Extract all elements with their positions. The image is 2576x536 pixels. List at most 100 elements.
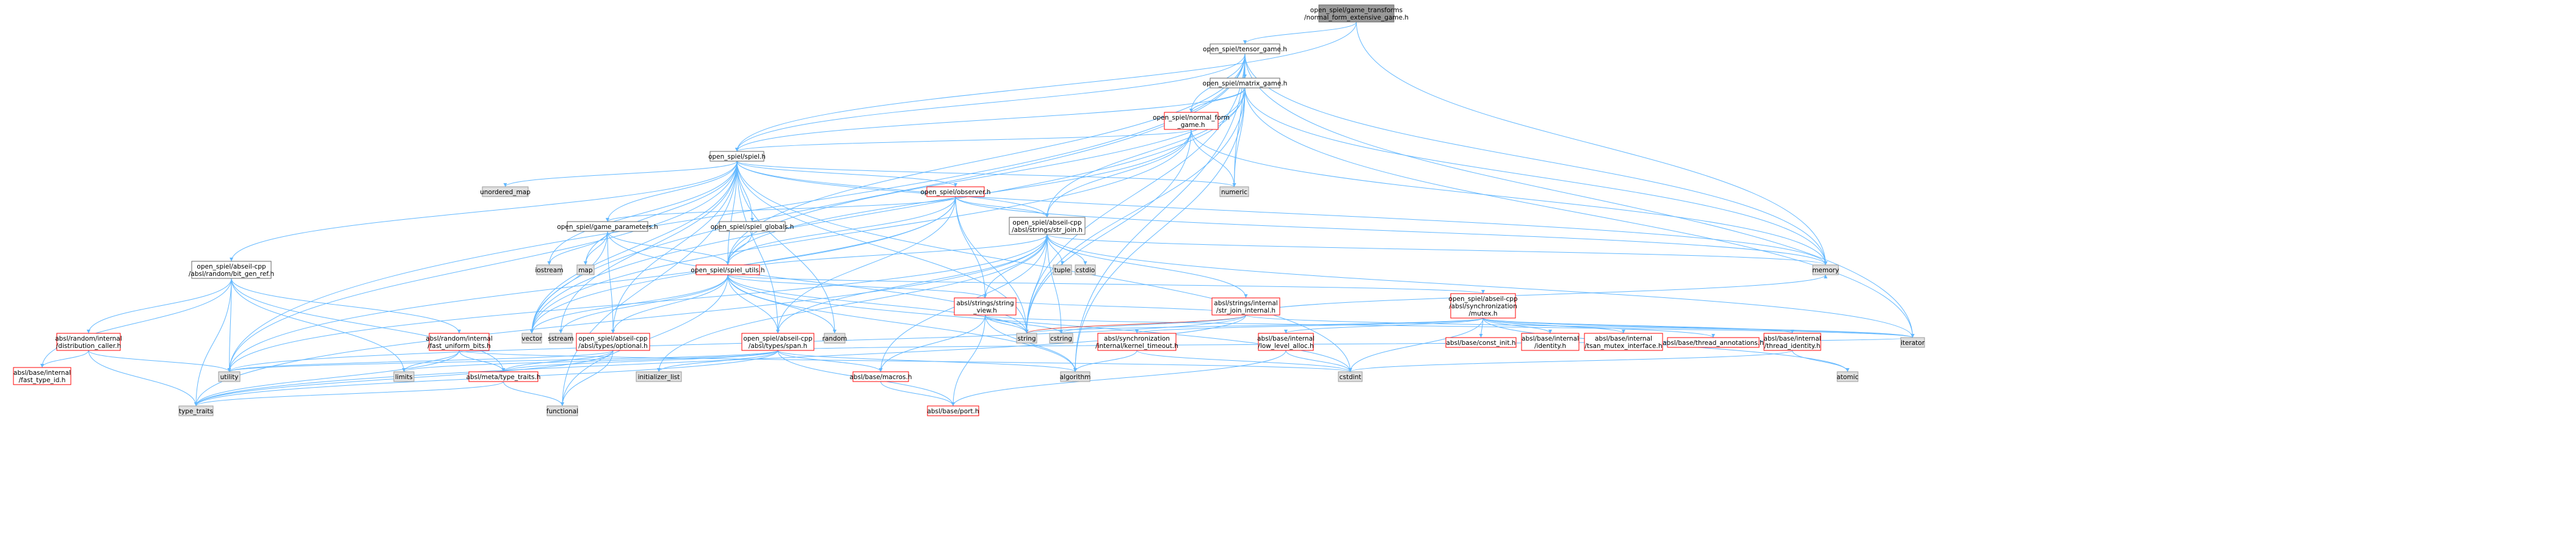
node-label: memory: [1812, 267, 1839, 274]
node-low_level_alloc[interactable]: absl/base/internal/low_level_alloc.h: [1257, 333, 1315, 351]
edge-spiel-to-map: [584, 161, 738, 266]
node-label: cstdio: [1076, 267, 1095, 274]
node-label: iterator: [1901, 339, 1925, 347]
node-thread_annotations[interactable]: absl/base/thread_annotations.h: [1663, 337, 1764, 348]
edge-spiel-to-functional: [561, 161, 738, 407]
edge-game_parameters-to-vector: [530, 231, 608, 334]
node-unordered_map: unordered_map: [480, 186, 531, 197]
edge-type_traits_h-to-type_traits: [194, 381, 504, 407]
edge-tensor_game-to-string: [1025, 53, 1246, 334]
edge-normal_form_game-to-numeric: [1191, 129, 1236, 187]
node-optional[interactable]: open_spiel/abseil-cpp/absl/types/optiona…: [576, 333, 650, 351]
node-box: [218, 371, 241, 382]
edge-str_join-to-cstdio: [1047, 234, 1087, 266]
node-box: [429, 333, 490, 351]
node-spiel_utils[interactable]: open_spiel/spiel_utils.h: [691, 264, 765, 275]
edge-span-to-initializer_list: [657, 350, 778, 372]
node-fast_uniform_bits[interactable]: absl/random/internal/fast_uniform_bits.h: [426, 333, 493, 351]
node-box: [191, 261, 272, 279]
edge-str_join-to-tuple: [1047, 234, 1064, 266]
edge-spiel_utils-to-sstream: [559, 274, 728, 334]
node-root[interactable]: open_spiel/game_transforms/normal_form_e…: [1304, 4, 1409, 23]
node-string_view[interactable]: absl/strings/string_view.h: [954, 297, 1017, 316]
node-box: [1009, 217, 1086, 235]
node-const_init[interactable]: absl/base/const_init.h: [1445, 337, 1517, 348]
node-label: absl/base/internal: [13, 369, 71, 377]
node-cstring: cstring: [1049, 333, 1073, 344]
node-game_parameters[interactable]: open_spiel/game_parameters.h: [557, 221, 658, 232]
edge-spiel_utils-to-string_view: [727, 274, 987, 299]
node-mutex[interactable]: open_spiel/abseil-cpp/absl/synchronizati…: [1448, 293, 1518, 319]
edge-spiel_utils-to-span: [727, 274, 780, 334]
node-box: [1763, 333, 1821, 351]
node-thread_identity[interactable]: absl/base/internal/thread_identity.h: [1763, 333, 1821, 351]
node-label: limits: [395, 374, 413, 381]
node-label: _game.h: [1177, 121, 1205, 129]
node-kernel_timeout[interactable]: absl/synchronization/internal/kernel_tim…: [1095, 333, 1178, 351]
node-tsan_mutex[interactable]: absl/base/internal/tsan_mutex_interface.…: [1584, 333, 1663, 351]
node-port[interactable]: absl/base/port.h: [927, 405, 979, 416]
edge-bit_gen_ref-to-type_traits_h: [231, 278, 506, 372]
edge-bit_gen_ref-to-limits: [231, 278, 406, 372]
node-label: open_spiel/abseil-cpp: [578, 335, 648, 342]
node-box: [1812, 264, 1839, 275]
node-macros[interactable]: absl/base/macros.h: [849, 371, 912, 382]
node-numeric: numeric: [1219, 186, 1249, 197]
node-tensor_game[interactable]: open_spiel/tensor_game.h: [1203, 43, 1287, 54]
edge-distribution_caller-to-utility: [88, 350, 231, 372]
node-label: type_traits: [179, 408, 213, 415]
edge-span-to-macros: [777, 350, 883, 372]
edge-mutex-to-iterator: [1482, 317, 1915, 338]
node-label: absl/base/port.h: [927, 408, 979, 415]
edge-str_join-to-cstring: [1047, 234, 1063, 334]
node-label: sstream: [548, 335, 573, 342]
node-label: open_spiel/game_parameters.h: [557, 223, 658, 231]
edge-spiel-to-bit_gen_ref: [230, 161, 738, 262]
edge-kernel_timeout-to-cstdint: [1136, 350, 1352, 372]
node-identity[interactable]: absl/base/internal/identity.h: [1521, 333, 1580, 351]
edge-spiel_utils-to-random: [727, 274, 836, 334]
node-fast_type_id[interactable]: absl/base/internal/fast_type_id.h: [13, 367, 71, 385]
node-str_join[interactable]: open_spiel/abseil-cpp/absl/strings/str_j…: [1009, 217, 1086, 235]
node-bit_gen_ref[interactable]: open_spiel/abseil-cpp/absl/random/bit_ge…: [189, 261, 274, 279]
node-matrix_game[interactable]: open_spiel/matrix_game.h: [1203, 78, 1288, 89]
edge-observer-to-spiel_utils: [726, 196, 956, 266]
node-label: /low_level_alloc.h: [1258, 342, 1313, 350]
node-normal_form_game[interactable]: open_spiel/normal_form_game.h: [1153, 112, 1230, 130]
node-span[interactable]: open_spiel/abseil-cpp/absl/types/span.h: [741, 333, 815, 351]
node-spiel[interactable]: open_spiel/spiel.h: [708, 151, 766, 162]
edge-normal_form_game-to-spiel_utils: [726, 129, 1192, 266]
node-box: [636, 371, 682, 382]
node-label: cstdint: [1340, 374, 1362, 381]
node-cstdio: cstdio: [1075, 264, 1096, 275]
edge-root-to-tensor_game: [1243, 21, 1357, 45]
edge-spiel-to-observer: [736, 161, 957, 187]
node-box: [546, 405, 578, 416]
edge-observer-to-game_parameters: [606, 196, 956, 222]
node-label: utility: [220, 374, 239, 381]
node-spiel_globals[interactable]: open_spiel/spiel_globals.h: [711, 221, 794, 232]
edge-mutex-to-kernel_timeout: [1135, 317, 1484, 334]
node-type_traits_h[interactable]: absl/meta/type_traits.h: [466, 371, 541, 382]
edge-string_view-to-port: [951, 314, 985, 407]
node-observer[interactable]: open_spiel/observer.h: [921, 186, 991, 197]
node-memory: memory: [1812, 264, 1839, 275]
edge-spiel_utils-to-cstdint: [727, 274, 1352, 372]
edge-spiel-to-span: [736, 161, 780, 334]
edge-str_join_internal-to-string: [1025, 314, 1246, 334]
edge-spiel_utils-to-str_join: [727, 234, 1049, 275]
node-label: iostream: [535, 267, 563, 274]
node-iostream: iostream: [535, 264, 564, 275]
node-str_join_internal[interactable]: absl/strings/internal/str_join_internal.…: [1211, 297, 1280, 316]
node-box: [1338, 371, 1363, 382]
node-distribution_caller[interactable]: absl/random/internal/distribution_caller…: [55, 333, 122, 351]
node-box: [1210, 43, 1280, 54]
node-vector: vector: [521, 333, 542, 344]
node-label: absl/base/internal: [1522, 335, 1579, 342]
edge-normal_form_game-to-str_join: [1045, 129, 1192, 218]
node-tuple: tuple: [1053, 264, 1072, 275]
edge-str_join-to-span: [776, 234, 1048, 334]
edge-thread_identity-to-cstdint: [1348, 350, 1793, 372]
edge-mutex-to-cstdint: [1348, 317, 1484, 372]
node-random: random: [822, 333, 847, 344]
